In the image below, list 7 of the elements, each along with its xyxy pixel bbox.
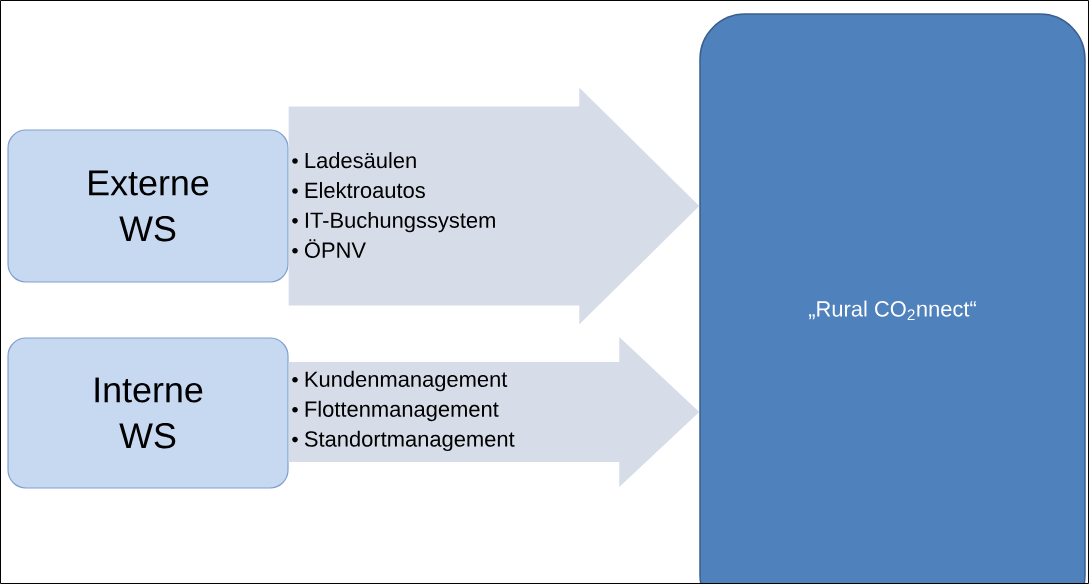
source-box: Externe WS (7, 129, 289, 283)
node-text: Kundenmanagement Flottenmanagement Standortmanagement (304, 370, 515, 452)
node-text: Ladesäulen Elektroautos IT-Buchungssystem ÖPNV (304, 152, 495, 258)
source-box: Interne WS (7, 337, 289, 489)
block-arrow (288, 87, 700, 325)
block-arrow (288, 337, 700, 487)
target-box: „Rural CO$_{2}$nnect“ (699, 13, 1086, 584)
